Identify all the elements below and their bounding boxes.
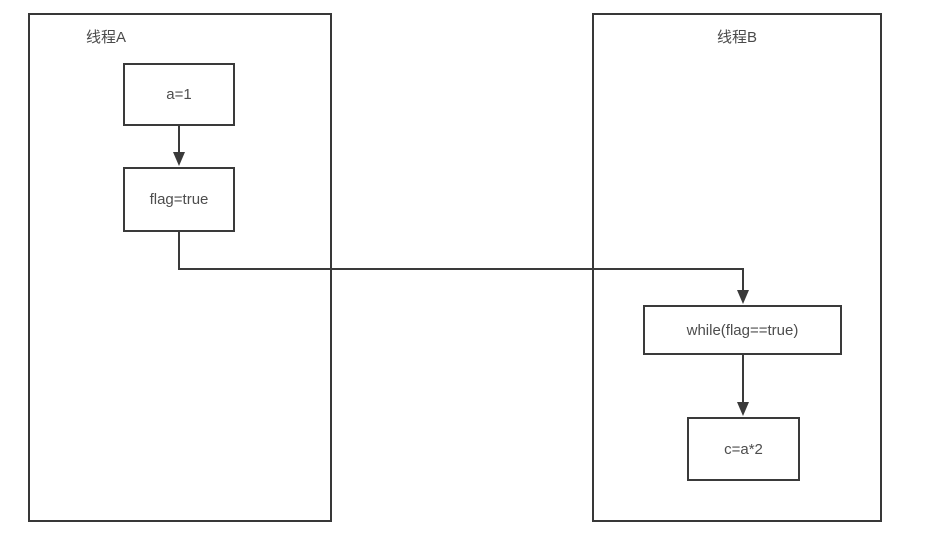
node-while-loop: while(flag==true) [643, 305, 842, 355]
thread-a-label: 线程A [86, 29, 127, 46]
thread-b-inner: 线程B while(flag==true) c=a*2 [594, 15, 880, 520]
node-a-assign: a=1 [123, 63, 235, 126]
node-flag-assign: flag=true [123, 167, 235, 232]
node-c-assign: c=a*2 [687, 417, 800, 481]
thread-a-inner: 线程A a=1 flag=true [30, 15, 330, 520]
thread-b-label: 线程B [716, 29, 757, 46]
thread-a-container: 线程A a=1 flag=true [28, 13, 332, 522]
thread-b-container: 线程B while(flag==true) c=a*2 [592, 13, 882, 522]
